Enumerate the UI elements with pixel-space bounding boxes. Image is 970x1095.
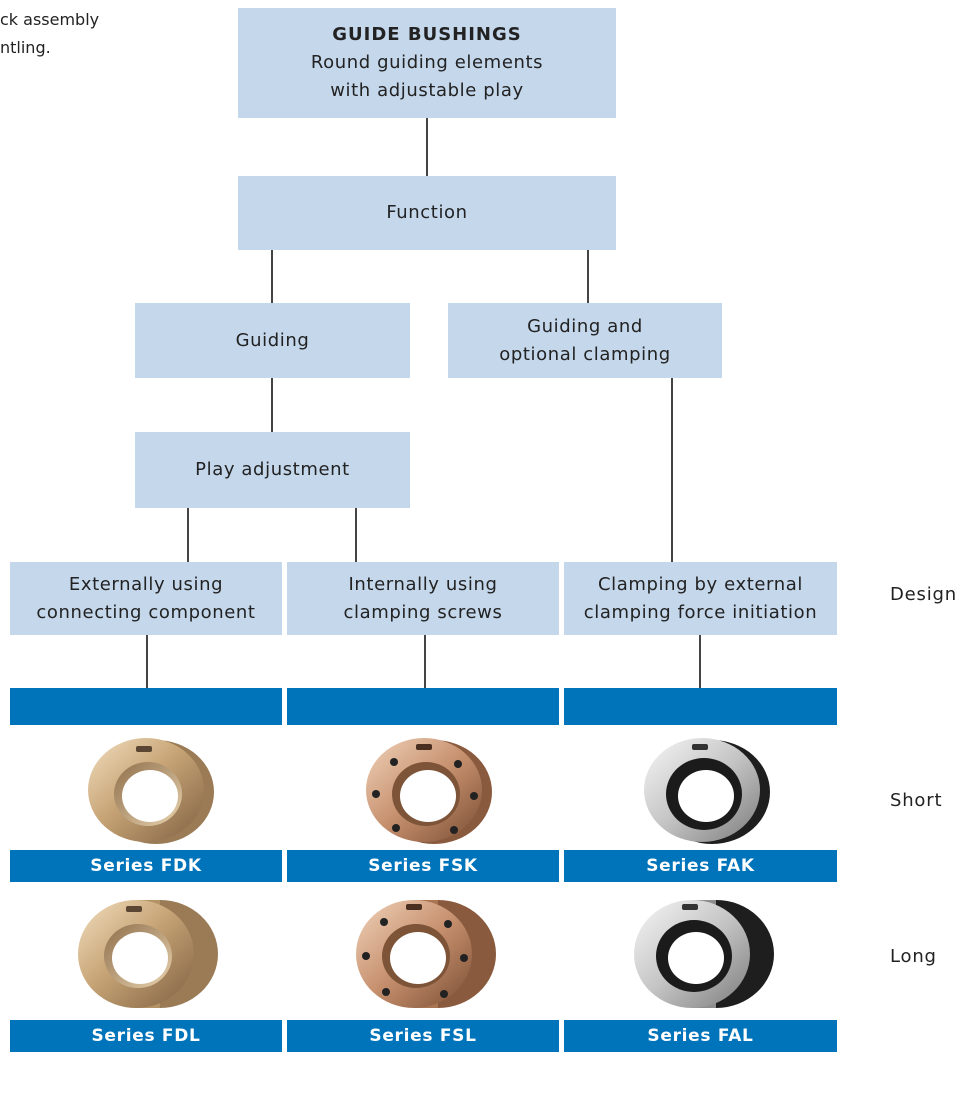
design-external-line-1: Externally using (68, 573, 224, 595)
connector-function-guiding-clamping (587, 250, 589, 303)
bushing-fak-image (644, 738, 770, 844)
design-box-external: Externally using connecting component (10, 562, 282, 635)
design-clamping-line-1: Clamping by external (598, 573, 803, 595)
connector-guiding-clamping-design (671, 378, 673, 562)
function-label: Function (386, 202, 468, 223)
connector-clamping-bar (699, 635, 701, 688)
connector-play-external (187, 508, 189, 562)
row-label-long: Long (890, 946, 937, 967)
series-fal-label: Series FAL (564, 1020, 837, 1052)
series-header-bar-2 (287, 688, 559, 725)
root-subtitle-line-2: with adjustable play (330, 80, 524, 101)
series-header-bar-1 (10, 688, 282, 725)
row-label-design: Design (890, 584, 957, 605)
series-fak-label: Series FAK (564, 850, 837, 882)
design-box-internal: Internally using clamping screws (287, 562, 559, 635)
row-label-short: Short (890, 790, 943, 811)
connector-play-internal (355, 508, 357, 562)
connector-external-bar (146, 635, 148, 688)
guiding-clamping-line-1: Guiding and (527, 315, 643, 337)
series-fsk-label: Series FSK (287, 850, 559, 882)
play-adjustment-box: Play adjustment (135, 432, 410, 508)
series-fsl-label: Series FSL (287, 1020, 559, 1052)
bushing-fsk-image (366, 738, 492, 844)
play-adjustment-label: Play adjustment (195, 459, 350, 480)
guiding-clamping-line-2: optional clamping (499, 343, 671, 365)
series-fdk-label: Series FDK (10, 850, 282, 882)
design-internal-line-1: Internally using (348, 573, 498, 595)
root-box: GUIDE BUSHINGS Round guiding elements wi… (238, 8, 616, 118)
connector-root-function (426, 118, 428, 176)
connector-guiding-play (271, 378, 273, 432)
series-fdl-label: Series FDL (10, 1020, 282, 1052)
intro-text: ck assembly ntling. (0, 6, 200, 62)
bushing-fsl-image (356, 900, 496, 1008)
bushing-fal-image (634, 900, 774, 1008)
bushing-fdk-image (88, 738, 214, 844)
intro-text-line-2: ntling. (0, 38, 51, 57)
guiding-clamping-box: Guiding and optional clamping (448, 303, 722, 378)
guiding-label: Guiding (235, 329, 310, 351)
design-clamping-line-2: clamping force initiation (583, 601, 818, 623)
guiding-box: Guiding (135, 303, 410, 378)
series-header-bar-3 (564, 688, 837, 725)
design-box-clamping: Clamping by external clamping force init… (564, 562, 837, 635)
bushing-fdl-image (78, 900, 218, 1008)
function-box: Function (238, 176, 616, 250)
design-external-line-2: connecting component (36, 601, 256, 623)
connector-function-guiding (271, 250, 273, 303)
root-subtitle-line-1: Round guiding elements (310, 52, 544, 73)
root-title: GUIDE BUSHINGS (332, 24, 522, 45)
intro-text-line-1: ck assembly (0, 10, 100, 29)
design-internal-line-2: clamping screws (343, 601, 503, 623)
connector-internal-bar (424, 635, 426, 688)
